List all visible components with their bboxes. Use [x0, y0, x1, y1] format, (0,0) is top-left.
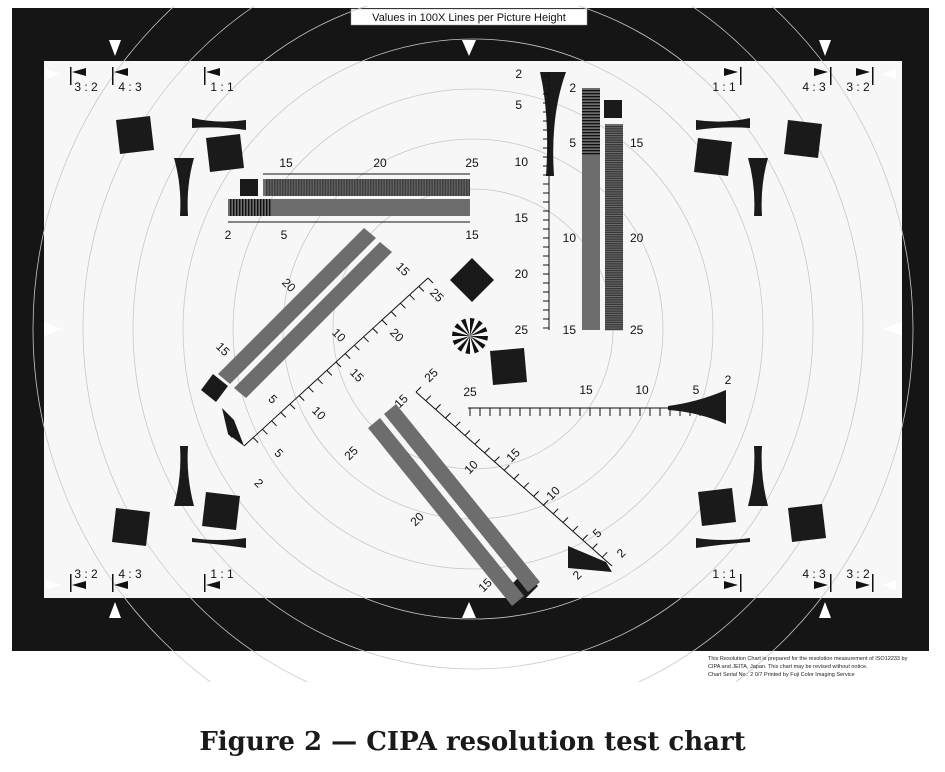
top-bar-tick-25: 25 — [465, 156, 479, 170]
vbar-left-15: 15 — [563, 323, 577, 337]
vscale-tick-25: 25 — [515, 323, 529, 337]
ratio-labels: 3 : 2 4 : 3 1 : 1 1 : 1 4 : 3 3 : 2 3 : … — [74, 80, 870, 581]
hscale-tick-15: 15 — [579, 383, 593, 397]
ratio-label-3-2-bottom: 3 : 2 — [74, 567, 98, 581]
square-tr-inner — [694, 138, 732, 176]
square-bl-inner — [202, 492, 240, 530]
diagonal-bar-lower — [368, 386, 613, 606]
vbar-left-5: 5 — [569, 136, 576, 150]
vscale-tick-2: 2 — [515, 67, 522, 81]
slanted-edge-squares — [112, 100, 826, 600]
wedges — [174, 72, 768, 548]
vbar-right-20: 20 — [630, 231, 644, 245]
ratio-label-4-3-right: 4 : 3 — [802, 80, 826, 94]
top-bar-tick-15: 15 — [279, 156, 293, 170]
ratio-label-1-1-right: 1 : 1 — [712, 80, 736, 94]
hscale-tick-25: 25 — [463, 385, 477, 399]
vscale-tick-15: 15 — [515, 211, 529, 225]
ratio-label-3-2: 3 : 2 — [74, 80, 98, 94]
ratio-label-4-3: 4 : 3 — [118, 80, 142, 94]
figure-caption: Figure 2 — CIPA resolution test chart — [199, 727, 746, 757]
top-bar-tick-20: 20 — [373, 156, 387, 170]
top-bar-bottom-15: 15 — [465, 228, 479, 242]
vbar-right-15: 15 — [630, 136, 644, 150]
footer-line-2: CIPA and JEITA, Japan. This chart may be… — [708, 664, 868, 670]
resolution-test-chart: Values in 100X Lines per Picture Height — [8, 6, 937, 682]
square-bl-outer — [112, 508, 150, 546]
ratio-label-4-3-bottom: 4 : 3 — [118, 567, 142, 581]
diagonal-bar-upper — [218, 228, 434, 447]
siemens-star — [452, 318, 488, 354]
vscale-tick-5: 5 — [515, 98, 522, 112]
footer-line-3: Chart Serial No.: 2 0/7 Printed by Fuji … — [708, 672, 855, 678]
ratio-markers — [70, 67, 874, 592]
horizontal-scale — [468, 390, 726, 424]
top-horizontal-bar — [228, 173, 470, 223]
center-square — [490, 348, 527, 385]
top-bar-bottom-5: 5 — [281, 228, 288, 242]
top-bar-bottom-2: 2 — [225, 228, 232, 242]
vbar-right-25: 25 — [630, 323, 644, 337]
header-box — [350, 8, 588, 26]
square-tl-inner — [206, 134, 244, 172]
vbar-left-10: 10 — [563, 231, 577, 245]
ratio-label-1-1-bottom: 1 : 1 — [210, 567, 234, 581]
ratio-label-1-1: 1 : 1 — [210, 80, 234, 94]
center-diamond — [450, 258, 494, 302]
vbar-left-2: 2 — [569, 81, 576, 95]
diag-upper-marker — [201, 374, 228, 402]
ratio-label-3-2-right: 3 : 2 — [846, 80, 870, 94]
chart-canvas: Values in 100X Lines per Picture Height — [8, 6, 937, 682]
square-br-inner — [698, 488, 736, 526]
frame-triangle-markers — [44, 40, 902, 618]
hscale-tick-10: 10 — [635, 383, 649, 397]
footer-line-1: This Resolution Chart is prepared for th… — [708, 656, 908, 662]
vertical-bar — [582, 88, 623, 331]
vertical-scale — [543, 72, 550, 330]
square-tl-outer — [116, 116, 154, 154]
ratio-label-1-1-bottom-right: 1 : 1 — [712, 567, 736, 581]
square-tr-outer — [784, 120, 822, 158]
ratio-label-3-2-bottom-right: 3 : 2 — [846, 567, 870, 581]
hscale-tick-5: 5 — [693, 383, 700, 397]
vscale-tick-10: 10 — [515, 155, 529, 169]
square-br-outer — [788, 504, 826, 542]
vbar-marker — [604, 100, 622, 118]
ratio-label-4-3-bottom-right: 4 : 3 — [802, 567, 826, 581]
header-title: Values in 100X Lines per Picture Height — [372, 12, 566, 24]
hscale-tick-2: 2 — [725, 373, 732, 387]
top-bar-marker — [240, 179, 258, 196]
vscale-tick-20: 20 — [515, 267, 529, 281]
